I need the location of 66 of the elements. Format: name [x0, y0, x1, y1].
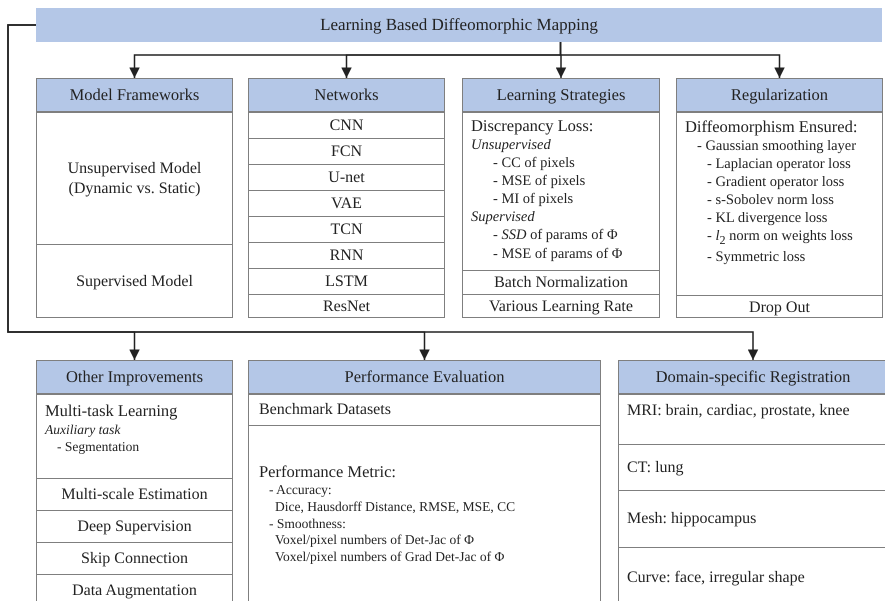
cell-text: - CC of pixels — [492, 154, 576, 172]
cell-text: - MI of pixels — [492, 190, 574, 208]
cell-text: Benchmark Datasets — [259, 400, 392, 420]
cell-text: - MSE of pixels — [492, 172, 586, 190]
cell-text: Multi-scale Estimation — [61, 484, 208, 504]
cell-text: Dice, Hausdorff Distance, RMSE, MSE, CC — [274, 498, 516, 516]
panel-header: Model Frameworks — [37, 79, 232, 112]
cell-text: Performance Metric: — [259, 462, 397, 482]
category-panel — [36, 360, 233, 601]
cell-text: Supervised — [471, 208, 536, 226]
cell-text: U-net — [328, 168, 365, 188]
cell-text: Mesh: hippocampus — [627, 509, 758, 529]
category-panel — [248, 78, 445, 318]
cell-text: Auxiliary task — [45, 420, 122, 438]
cell-text: - s-Sobolev norm loss — [706, 191, 835, 210]
cell-text: Supervised Model — [76, 272, 193, 292]
cell-text: Diffeomorphism Ensured: — [685, 117, 858, 137]
cell-text: TCN — [330, 220, 362, 240]
cell-text: FCN — [330, 142, 362, 162]
title-bar — [36, 8, 882, 42]
cell-text: Data Augmentation — [72, 580, 197, 600]
cell-text: - Segmentation — [56, 438, 140, 456]
cell-text: - Laplacian operator loss — [706, 154, 852, 174]
category-panel — [676, 78, 883, 318]
cell-text: Unsupervised Model (Dynamic vs. Static) — [66, 159, 202, 198]
cell-text: Drop Out — [749, 298, 810, 318]
cell-text: Voxel/pixel numbers of Grad Det-Jac of Φ — [274, 549, 506, 566]
connector-arrow — [7, 24, 758, 360]
cell-text: Various Learning Rate — [489, 297, 633, 317]
cell-text: CT: lung — [627, 458, 685, 478]
cell-text: Batch Normalization — [494, 272, 628, 292]
cell-text: - Accuracy: — [268, 482, 333, 499]
connector-arrow — [560, 42, 785, 78]
panel-header: Other Improvements — [37, 361, 232, 394]
title-text: Learning Based Diffeomorphic Mapping — [320, 15, 598, 35]
cell-text: LSTM — [325, 272, 368, 292]
category-panel — [248, 360, 601, 601]
cell-text: VAE — [331, 194, 362, 214]
cell-text: - Symmetric loss — [706, 248, 806, 267]
cell-text: - KL divergence loss — [706, 209, 828, 228]
category-panel — [36, 78, 233, 318]
cell-text: MRI: brain, cardiac, prostate, knee — [627, 401, 851, 420]
cell-text: - l$_{2}$ norm on weights loss — [706, 227, 854, 248]
cell-text: - Gradient operator loss — [706, 173, 846, 192]
list-cell — [37, 574, 232, 601]
cell-text: Voxel/pixel numbers of Det-Jac of Φ — [274, 532, 475, 550]
panel-header: Learning Strategies — [463, 79, 659, 112]
cell-text: - Smoothness: — [268, 516, 347, 532]
cell-text: Multi-task Learning — [45, 401, 178, 421]
cell-text: Curve: face, irregular shape — [627, 568, 806, 588]
panel-header: Networks — [249, 79, 444, 112]
cell-text: Deep Supervision — [77, 516, 192, 536]
cell-text: - Gaussian smoothing layer — [696, 136, 858, 155]
cell-text: - SSD of params of Φ — [492, 226, 619, 245]
cell-text: - MSE of params of Φ — [492, 244, 624, 263]
cell-text: Discrepancy Loss: — [471, 116, 594, 136]
cell-text: CNN — [330, 116, 364, 136]
category-panel — [462, 78, 660, 318]
panel-header: Domain-specific Registration — [619, 361, 885, 394]
cell-text: Unsupervised — [471, 136, 552, 154]
cell-text: Skip Connection — [80, 548, 188, 568]
cell-text: RNN — [330, 246, 364, 266]
category-panel — [618, 360, 885, 601]
panel-header: Regularization — [677, 79, 882, 112]
panel-header: Performance Evaluation — [249, 361, 600, 394]
cell-text: ResNet — [322, 297, 370, 317]
